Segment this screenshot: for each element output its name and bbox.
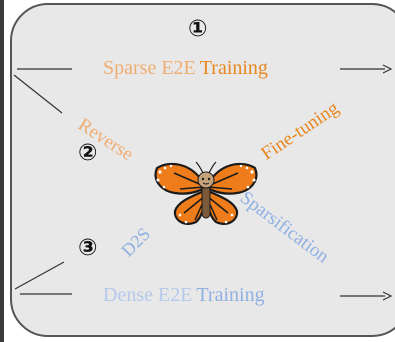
step-2-number: ② xyxy=(78,140,98,166)
bottom-right-arrow-icon xyxy=(382,291,393,301)
step-1-number: ① xyxy=(188,16,208,42)
training-text: Training xyxy=(199,57,268,79)
sparse-e2e-text: Sparse E2E xyxy=(103,57,196,79)
dense-e2e-training-label: Dense E2E Training xyxy=(103,285,265,305)
top-left-diagonal-line xyxy=(13,74,63,114)
top-right-arrow-icon xyxy=(382,64,393,74)
step-3-number: ③ xyxy=(78,235,98,261)
sparse-e2e-training-label: Sparse E2E Training xyxy=(103,58,268,78)
diagram-panel xyxy=(10,3,395,337)
butterfly-icon xyxy=(154,161,258,225)
bottom-left-diagonal-line xyxy=(14,261,65,290)
dense-e2e-text: Dense E2E xyxy=(103,284,193,306)
training-text: Training xyxy=(196,284,265,306)
left-edge-bar xyxy=(0,0,4,342)
